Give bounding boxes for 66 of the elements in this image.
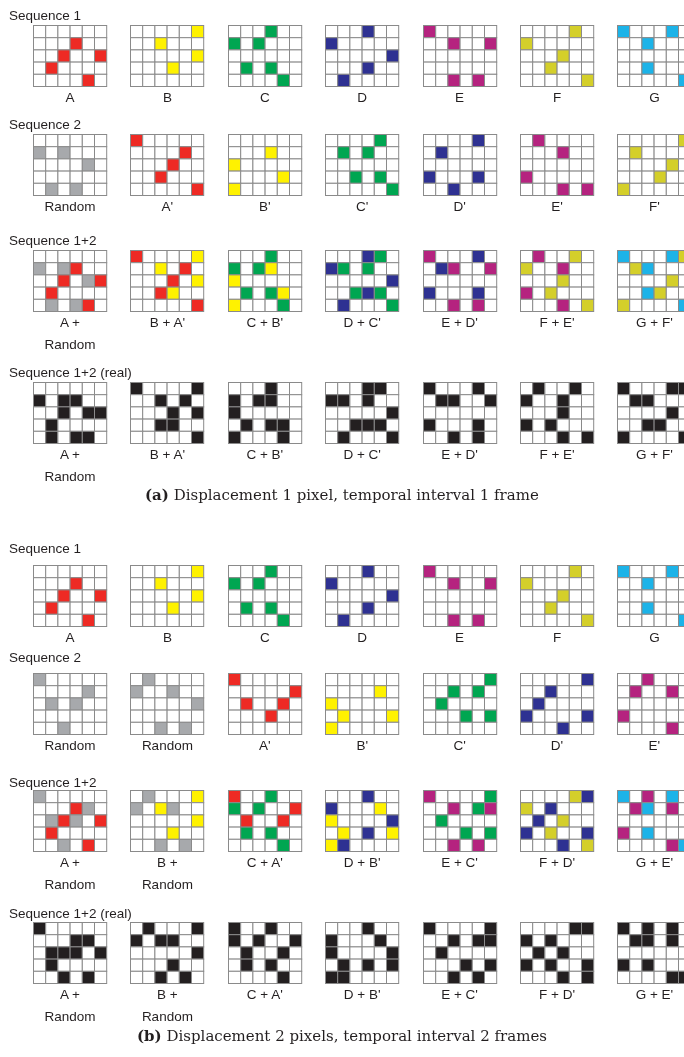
grid-label: D' bbox=[549, 737, 565, 755]
grid-label: B + Random bbox=[140, 986, 194, 1026]
grid-label: G bbox=[648, 629, 661, 647]
grid-label: B + A' bbox=[148, 446, 186, 464]
grid-label: G + F' bbox=[635, 446, 674, 464]
figure-caption: (b) Displacement 2 pixels, temporal interval 2 frames bbox=[137, 1027, 547, 1045]
grid-label: A + Random bbox=[43, 314, 97, 354]
grid-label: Random bbox=[43, 198, 97, 216]
figure-caption: (a) Displacement 1 pixel, temporal interval 1 frame bbox=[145, 486, 539, 504]
grid-label: E' bbox=[647, 737, 662, 755]
grid-label: D + B' bbox=[342, 854, 382, 872]
grid-label: F bbox=[551, 89, 563, 107]
grid-label: A bbox=[64, 89, 76, 107]
grid-label: C + A' bbox=[245, 986, 284, 1004]
grid-label: A + Random bbox=[43, 446, 97, 486]
grid-label: E + D' bbox=[440, 314, 479, 332]
row-heading: Sequence 2 bbox=[9, 117, 82, 132]
grid-label: D bbox=[356, 629, 369, 647]
grid-label: E bbox=[454, 89, 466, 107]
grid-label: F + D' bbox=[538, 854, 576, 872]
grid-label: E + D' bbox=[440, 446, 479, 464]
grid-label: A bbox=[64, 629, 76, 647]
grid-label: E bbox=[454, 629, 466, 647]
grid-label: A + Random bbox=[43, 854, 97, 894]
row-heading: Sequence 1 bbox=[9, 541, 82, 556]
grid-label: E + C' bbox=[440, 854, 479, 872]
grid-label: F + E' bbox=[538, 446, 576, 464]
grid-label: C' bbox=[452, 737, 467, 755]
grid-label: E + C' bbox=[440, 986, 479, 1004]
grid-label: B + A' bbox=[148, 314, 186, 332]
grid-label: G + F' bbox=[635, 314, 674, 332]
grid-label: F + D' bbox=[538, 986, 576, 1004]
grid-label: B' bbox=[258, 198, 272, 216]
grid-label: E' bbox=[550, 198, 564, 216]
grid-label: A' bbox=[258, 737, 272, 755]
row-heading: Sequence 1+2 bbox=[9, 233, 97, 248]
row-heading: Sequence 1 bbox=[9, 8, 82, 23]
grid-label: A + Random bbox=[43, 986, 97, 1026]
grid-label: F' bbox=[647, 198, 661, 216]
row-heading: Sequence 1+2 (real) bbox=[9, 906, 132, 921]
row-heading: Sequence 2 bbox=[9, 650, 82, 665]
grid-label: C + B' bbox=[245, 314, 285, 332]
grid-label: C bbox=[258, 89, 271, 107]
grid-label: Random bbox=[43, 737, 97, 755]
grid-label: A' bbox=[160, 198, 175, 216]
grid-label: D bbox=[356, 89, 369, 107]
grid-label: F + E' bbox=[538, 314, 576, 332]
grid-label: B bbox=[161, 89, 173, 107]
grid-label: C + B' bbox=[245, 446, 285, 464]
row-heading: Sequence 1+2 (real) bbox=[9, 365, 132, 380]
grid-label: B' bbox=[355, 737, 369, 755]
grid-label: G + E' bbox=[634, 986, 675, 1004]
row-heading: Sequence 1+2 bbox=[9, 775, 97, 790]
grid-label: Random bbox=[140, 737, 194, 755]
grid-label: D + C' bbox=[342, 314, 382, 332]
grid-label: F bbox=[551, 629, 563, 647]
grid-label: C' bbox=[355, 198, 370, 216]
grid-label: C bbox=[258, 629, 271, 647]
grid-label: D + C' bbox=[342, 446, 382, 464]
grid-label: G + E' bbox=[634, 854, 675, 872]
grid-label: D' bbox=[452, 198, 467, 216]
grid-label: G bbox=[648, 89, 661, 107]
grid-label: B bbox=[161, 629, 173, 647]
grid-label: B + Random bbox=[140, 854, 194, 894]
grid-label: C + A' bbox=[245, 854, 284, 872]
grid-label: D + B' bbox=[342, 986, 382, 1004]
